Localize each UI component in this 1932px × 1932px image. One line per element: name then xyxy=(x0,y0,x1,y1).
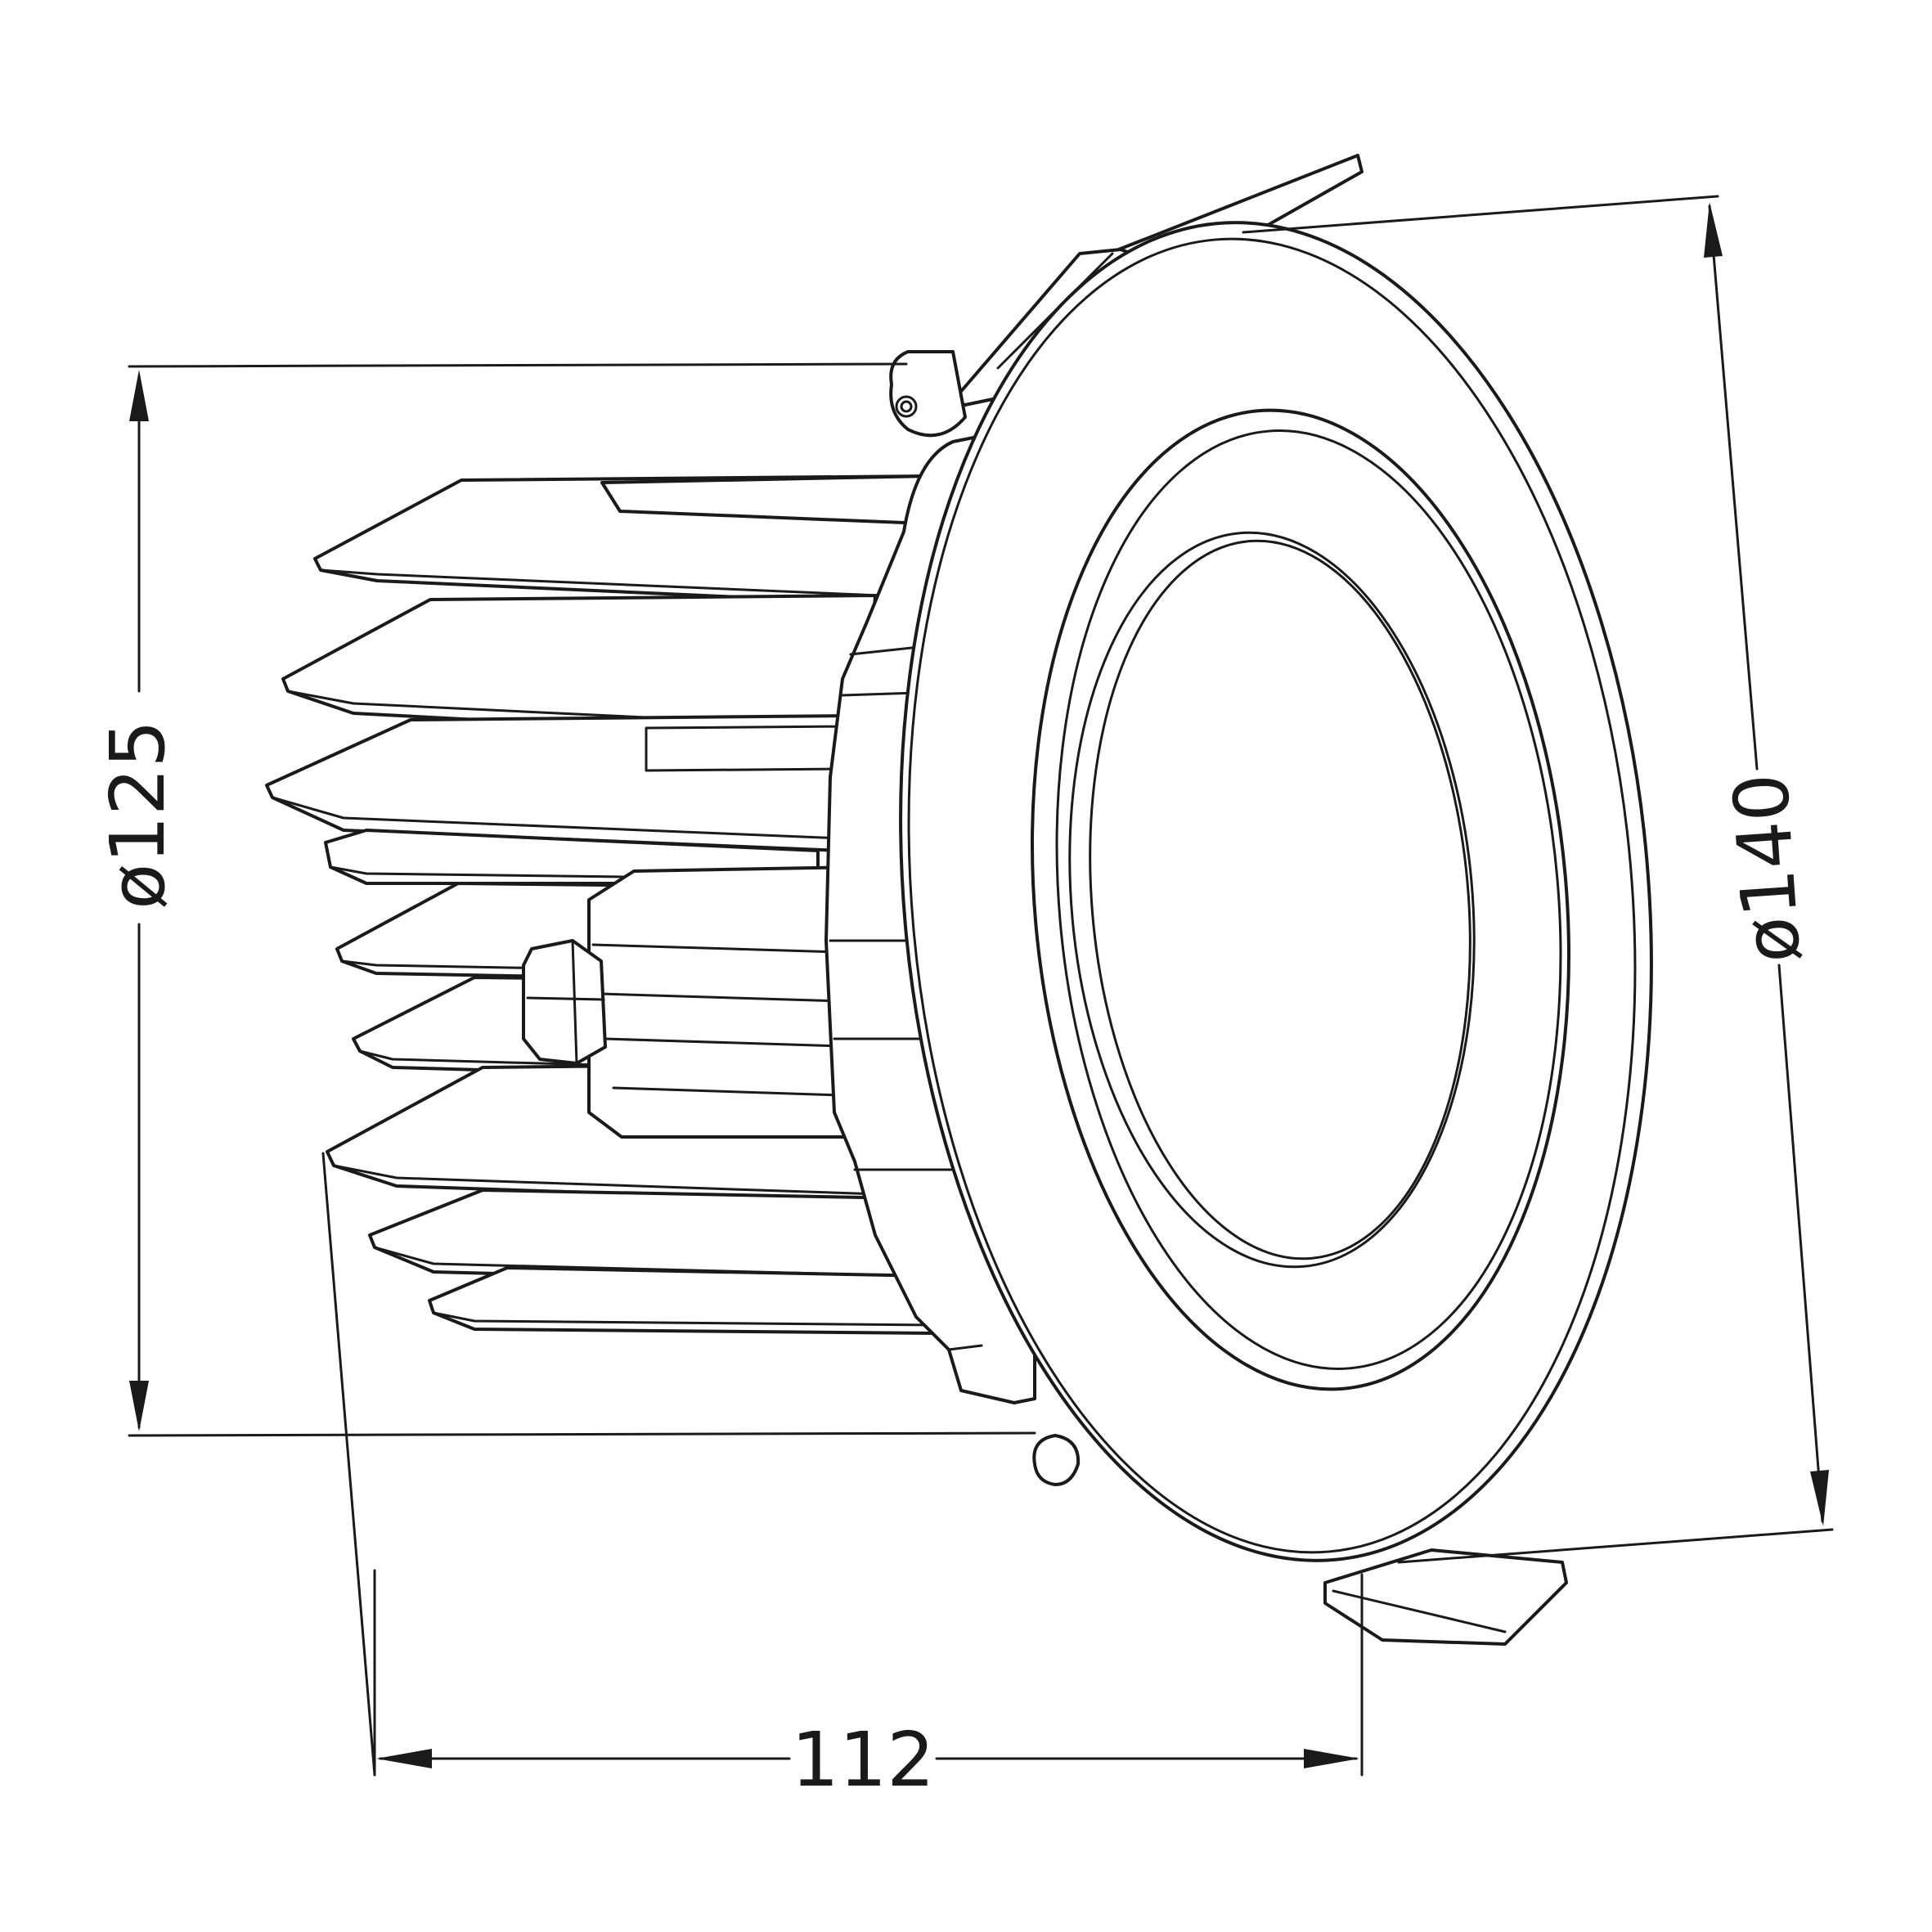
reflector-inner xyxy=(1089,539,1471,1260)
driver-rib xyxy=(591,943,869,955)
spring-clip-pivot xyxy=(1032,1434,1081,1486)
dimension-body-diameter: ø125 xyxy=(94,362,1036,1437)
fin-edge xyxy=(319,568,921,599)
spring-clip-bottom xyxy=(1032,1434,1568,1646)
trim-ring xyxy=(899,221,1653,1562)
dimension-label-depth: 112 xyxy=(791,1716,935,1804)
arrowhead-icon xyxy=(129,370,149,421)
arrowhead-icon xyxy=(376,1749,432,1768)
fin-edge xyxy=(332,1164,881,1196)
fin-edge xyxy=(271,796,844,840)
gland-edge xyxy=(526,996,605,1001)
cable-gland-icon xyxy=(522,939,607,1065)
bezel-ring-inner xyxy=(1055,429,1562,1370)
extension-line xyxy=(1242,195,1719,234)
spring-clip-pivot xyxy=(889,350,967,438)
dimension-depth: 112 xyxy=(321,1152,1364,1804)
dimension-label-body-diameter: ø125 xyxy=(94,720,182,910)
gland-edge xyxy=(571,939,578,1065)
extension-line xyxy=(128,1431,1036,1437)
extension-line xyxy=(128,362,908,368)
heatsink-fin xyxy=(265,714,852,852)
dimension-line xyxy=(1708,204,1759,771)
driver-rib xyxy=(604,1037,869,1049)
dimension-line xyxy=(1777,964,1824,1523)
extension-line xyxy=(321,1152,376,1777)
reflector-rim xyxy=(1068,531,1476,1269)
pivot-hole xyxy=(900,400,913,413)
dimension-label-trim-diameter: ø140 xyxy=(1717,771,1817,966)
arrowhead-icon xyxy=(1304,1749,1359,1768)
driver-housing xyxy=(522,865,869,1139)
trim-inner-edge xyxy=(907,237,1637,1554)
body-seam xyxy=(947,1344,983,1351)
pivot-hole xyxy=(895,395,918,418)
dimension-trim-diameter: ø140 xyxy=(1242,195,1834,1564)
extension-line xyxy=(1397,1528,1834,1564)
driver-rib xyxy=(612,1086,869,1098)
arrowhead-icon xyxy=(129,1381,149,1431)
spring-clip-arm xyxy=(1323,1548,1568,1646)
driver-box xyxy=(587,865,869,1139)
arrowhead-icon xyxy=(1704,202,1723,258)
driver-rib xyxy=(600,992,869,1004)
arrowhead-icon xyxy=(1810,1470,1829,1526)
fin-edge xyxy=(432,1311,942,1327)
